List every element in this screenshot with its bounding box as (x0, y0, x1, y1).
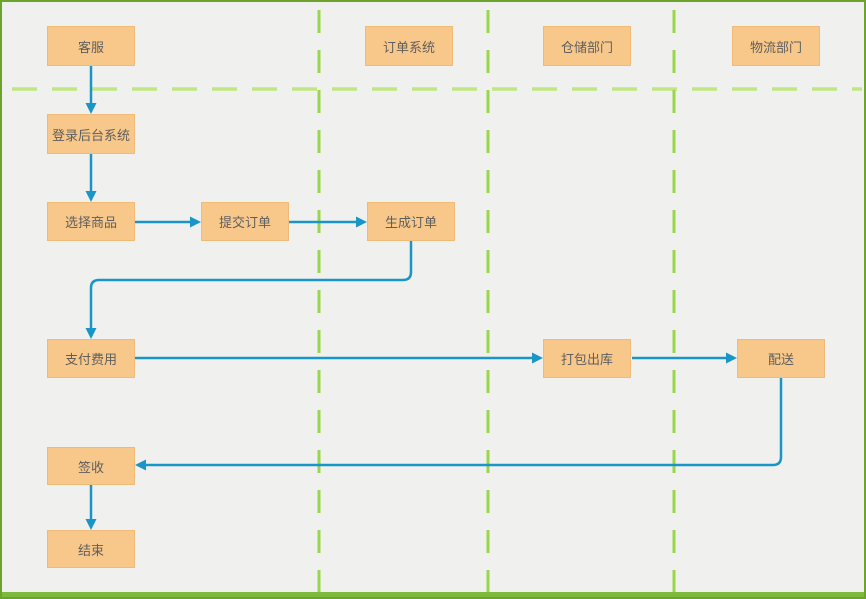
node-select-product[interactable]: 选择商品 (47, 202, 135, 241)
node-pay-fee[interactable]: 支付费用 (47, 339, 135, 378)
arrow-pay-to-pack (135, 352, 543, 364)
arrow-deliver-to-sign (135, 378, 783, 471)
arrow-submit-to-generate (289, 216, 367, 228)
node-delivery[interactable]: 配送 (737, 339, 825, 378)
node-sign-receipt[interactable]: 签收 (47, 447, 135, 485)
canvas-bottom-bar (2, 592, 864, 597)
arrow-select-to-submit (135, 216, 201, 228)
arrow-sign-to-end (85, 485, 97, 530)
node-pack-ship-out[interactable]: 打包出库 (543, 339, 631, 378)
lane-header-warehouse-dept[interactable]: 仓储部门 (543, 26, 631, 66)
lane-header-logistics-dept[interactable]: 物流部门 (732, 26, 820, 66)
lane-header-order-system[interactable]: 订单系统 (365, 26, 453, 66)
node-login-backend-system[interactable]: 登录后台系统 (47, 114, 135, 154)
arrow-generate-to-pay (85, 241, 413, 339)
arrow-login-to-select (85, 154, 97, 202)
node-submit-order[interactable]: 提交订单 (201, 202, 289, 241)
arrow-pack-to-deliver (632, 352, 737, 364)
arrow-customer-service-to-login (85, 66, 97, 114)
node-generate-order[interactable]: 生成订单 (367, 202, 455, 241)
node-end[interactable]: 结束 (47, 530, 135, 568)
lane-header-customer-service[interactable]: 客服 (47, 26, 135, 66)
